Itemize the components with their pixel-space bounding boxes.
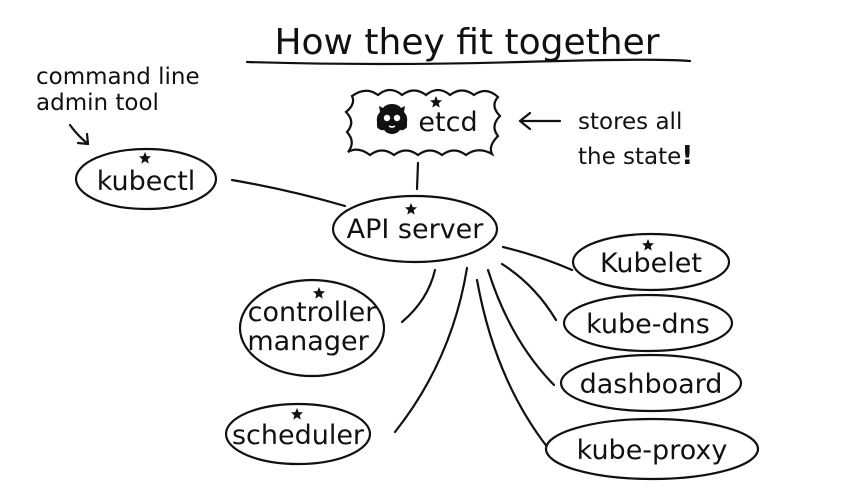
scheduler-ellipse xyxy=(224,402,372,466)
kubectl-label: kubectl xyxy=(97,166,196,197)
etcd-annotation: stores all the state! xyxy=(518,109,693,171)
etcd-cloud-shape xyxy=(344,88,502,157)
etcd-note-exclaim: ! xyxy=(681,141,693,171)
dashboard-node[interactable]: dashboard xyxy=(559,353,743,413)
kubectl-note-line2: admin tool xyxy=(36,90,159,116)
kubectl-note-line1: command line xyxy=(36,64,200,90)
etcd-note-line2-text: the state xyxy=(578,144,681,170)
controller-manager-line2: manager xyxy=(247,326,369,357)
connector-api-scheduler xyxy=(393,266,469,434)
connector-api-kubelet xyxy=(501,245,574,272)
controller-manager-line1: controller xyxy=(248,297,378,328)
title-underline xyxy=(245,58,692,66)
kubectl-annotation: command line admin tool xyxy=(36,64,200,146)
kube-dns-label: kube-dns xyxy=(586,309,710,340)
kube-proxy-ellipse xyxy=(544,417,760,481)
kube-proxy-label: kube-proxy xyxy=(577,435,728,466)
kubectl-note-arrow xyxy=(68,123,90,146)
controller-manager-ellipse xyxy=(238,278,386,378)
connectors xyxy=(230,161,574,450)
kubectl-ellipse xyxy=(74,147,218,211)
etcd-note-line1: stores all xyxy=(578,109,682,135)
title-text: How they fit together xyxy=(274,22,659,63)
connector-api-kubedns xyxy=(500,262,558,322)
scheduler-label: scheduler xyxy=(232,420,365,451)
api-server-label: API server xyxy=(347,214,485,245)
api-server-node[interactable]: API server xyxy=(331,194,499,264)
kube-dns-ellipse xyxy=(562,293,734,353)
dashboard-label: dashboard xyxy=(580,369,723,400)
diagram-title: How they fit together xyxy=(245,22,692,66)
dashboard-ellipse xyxy=(559,353,743,413)
api-server-ellipse xyxy=(331,194,499,264)
connector-api-kubeproxy xyxy=(475,278,550,450)
kubelet-ellipse xyxy=(571,232,731,292)
connector-api-controller xyxy=(400,268,437,324)
etcd-note-line2: the state! xyxy=(578,141,693,171)
kubelet-label: Kubelet xyxy=(600,248,702,279)
etcd-note-arrowhead xyxy=(518,111,532,131)
connector-etcd-api xyxy=(415,161,420,191)
kube-proxy-node[interactable]: kube-proxy xyxy=(544,417,760,481)
connector-kubectl-api xyxy=(230,178,347,208)
etcd-logo-icon xyxy=(376,104,408,134)
kube-dns-node[interactable]: kube-dns xyxy=(562,293,734,353)
connector-api-dashboard xyxy=(486,268,556,387)
controller-manager-node[interactable]: controller manager xyxy=(238,278,386,378)
etcd-node[interactable]: etcd xyxy=(344,88,502,157)
kubectl-node[interactable]: kubectl xyxy=(74,147,218,211)
etcd-label: etcd xyxy=(418,107,477,138)
kubelet-node[interactable]: Kubelet xyxy=(571,232,731,292)
kubectl-note-arrowhead xyxy=(76,132,90,146)
scheduler-node[interactable]: scheduler xyxy=(224,402,372,466)
